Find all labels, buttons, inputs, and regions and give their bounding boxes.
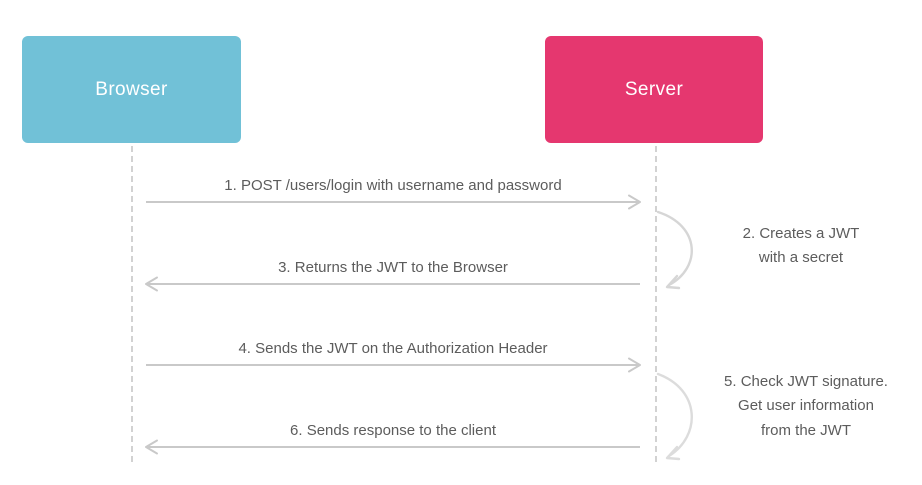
actor-box-server[interactable]: Server xyxy=(545,36,763,143)
lifeline-server xyxy=(655,146,657,462)
message-2-self-arc-icon xyxy=(656,210,693,290)
message-4-label: 4. Sends the JWT on the Authorization He… xyxy=(238,340,548,357)
actor-box-browser[interactable]: Browser xyxy=(22,36,241,143)
message-1-arrow-right xyxy=(146,194,641,210)
message-5-label-line1: 5. Check JWT signature. xyxy=(724,373,888,390)
message-3-label: 3. Returns the JWT to the Browser xyxy=(278,259,508,276)
message-2-label-line1: 2. Creates a JWT xyxy=(742,225,860,242)
message-6: 6. Sends response to the client xyxy=(131,411,655,455)
message-5-label-block: 5. Check JWT signature. Get user informa… xyxy=(701,370,911,443)
message-1: 1. POST /users/login with username and p… xyxy=(131,166,655,210)
message-5-label-line2: Get user information xyxy=(738,397,874,415)
message-5-self-arc-icon xyxy=(656,372,693,461)
message-6-arrow-left xyxy=(145,439,640,455)
message-5-self: 5. Check JWT signature. Get user informa… xyxy=(655,368,911,464)
actor-label-browser: Browser xyxy=(95,78,168,100)
message-2-label-line2: with a secret xyxy=(758,249,844,267)
lifeline-browser xyxy=(131,146,133,462)
message-6-label: 6. Sends response to the client xyxy=(290,422,496,439)
message-3-arrow-left xyxy=(145,276,640,292)
message-5-label-line3: from the JWT xyxy=(760,421,851,439)
message-2-label-block: 2. Creates a JWT with a secret xyxy=(701,222,901,271)
message-4: 4. Sends the JWT on the Authorization He… xyxy=(131,329,655,373)
message-4-arrow-right xyxy=(146,357,641,373)
message-2-self: 2. Creates a JWT with a secret xyxy=(655,206,905,292)
actor-label-server: Server xyxy=(624,78,684,100)
message-3: 3. Returns the JWT to the Browser xyxy=(131,248,655,292)
message-1-label: 1. POST /users/login with username and p… xyxy=(224,177,562,194)
